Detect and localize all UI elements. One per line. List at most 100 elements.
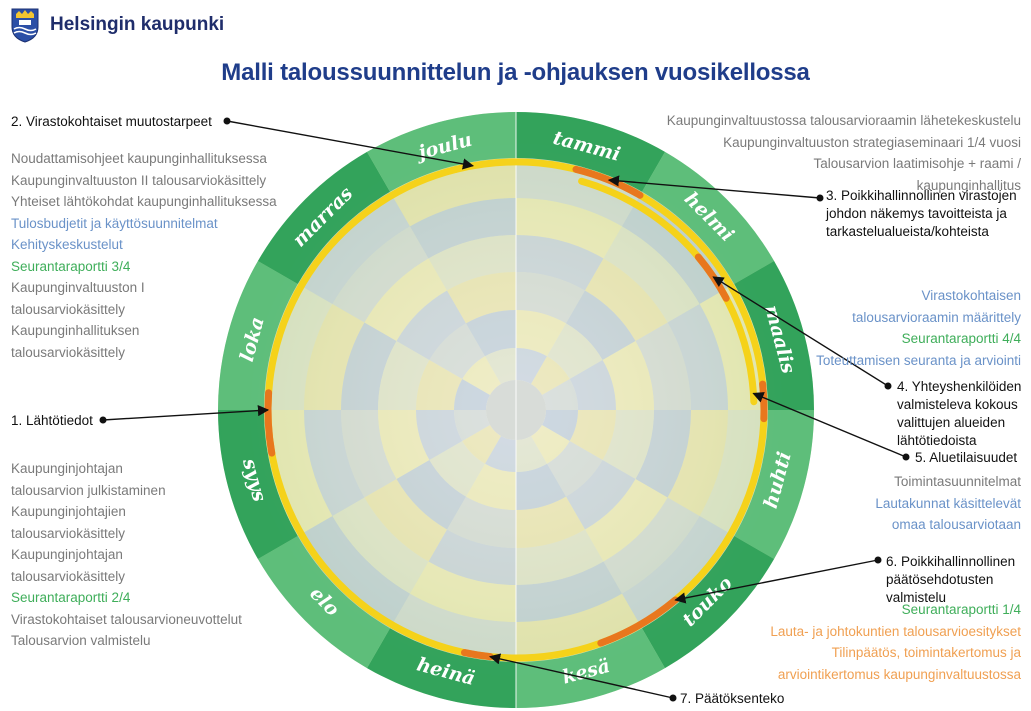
wheel-segment (297, 516, 410, 629)
right-bottom-notes-item: Tilinpäätös, toimintakertomus ja (831, 645, 1021, 660)
callout-1-text: Lähtötiedot (26, 413, 93, 428)
month-band-segment (516, 628, 665, 708)
month-band-segment (257, 151, 390, 284)
wheel-segment (622, 191, 735, 304)
left-bottom-notes-item: Kaupunginjohtajan (11, 547, 123, 562)
right-top-notes-item: kaupunginhallitus (916, 177, 1021, 193)
wheel-segment (516, 435, 547, 472)
callout-2-text: Virastokohtaiset muutostarpeet (26, 114, 212, 129)
callout-1: 1. Lähtötiedot (11, 413, 93, 428)
arrow-5 (752, 392, 907, 458)
month-band-segment (734, 410, 814, 559)
callout-2: 2. Virastokohtaiset muutostarpeet (11, 114, 212, 129)
arc-accent (759, 380, 768, 423)
wheel-segment (429, 323, 485, 379)
right-mid-notes-item: talousarvioraamin määrittely (852, 309, 1021, 325)
month-band-segment (367, 628, 516, 708)
right-mid-notes-item: Toteuttamisen seuranta ja arviointi (816, 352, 1021, 368)
wheel-segment (516, 593, 642, 662)
month-band-segment (516, 112, 665, 192)
month-band-segment (642, 536, 775, 669)
right-mid-notes-item: Seurantaraportti 4/4 (901, 331, 1021, 346)
left-bottom-notes-item: Kaupunginjohtajien (11, 504, 126, 519)
wheel-segment (547, 441, 603, 497)
arc-accent (460, 649, 494, 661)
month-band-segment (257, 536, 390, 669)
wheel-segment (364, 258, 447, 341)
callout-6-text: Poikkihallinnollinen päätösehdotusten va… (886, 554, 1016, 605)
brand-header: Helsingin kaupunki (10, 7, 224, 43)
wheel-segment (516, 348, 547, 385)
wheel-segment (462, 356, 501, 395)
arrow-6 (674, 559, 879, 604)
wheel-segment (516, 561, 622, 622)
arc-accent (264, 389, 276, 457)
wheel-segment (602, 410, 654, 479)
callout-6: 6. Poikkihallinnollinen päätösehdotusten… (886, 554, 1016, 605)
left-bottom-notes-item: Kaupunginjohtajan (11, 461, 123, 476)
left-top-notes: Noudattamisohjeet kaupunginhallituksessa… (11, 148, 277, 363)
left-top-notes-item: Kehityskeskustelut (11, 237, 123, 252)
wheel-segment (485, 435, 516, 472)
wheel-segment (332, 226, 429, 323)
left-bottom-notes-item: talousarviokäsittely (11, 525, 126, 541)
arrow-7 (488, 653, 674, 699)
left-bottom-notes-item: Talousarvion valmistelu (11, 633, 151, 648)
wheel-segment (603, 497, 700, 594)
left-top-notes-item: Kaupunginvaltuuston II talousarviokäsitt… (11, 172, 267, 188)
left-top-notes-item: talousarviokäsittely (11, 301, 126, 317)
wheel-segment (454, 379, 491, 410)
wheel-segment (585, 258, 668, 341)
wheel-segment (462, 425, 501, 464)
callout-7-text: Päätöksenteko (695, 691, 785, 706)
callout-3: 3. Poikkihallinnollinen virastojen johdo… (826, 188, 1017, 239)
brand-name: Helsingin kaupunki (50, 14, 225, 35)
right-lower-notes-item: Lautakunnat käsittelevät (875, 495, 1021, 511)
right-bottom-notes-item: arviointikertomus kaupunginvaltuustossa (777, 666, 1021, 682)
right-bottom-notes-item: Lauta- ja johtokuntien talousarvioesityk… (770, 623, 1021, 639)
callout-3-text: Poikkihallinnollinen virastojen johdon n… (826, 188, 1017, 239)
wheel-segment (635, 410, 691, 498)
arrow-4 (712, 276, 889, 387)
wheel-segment (622, 516, 735, 629)
right-lower-notes-item: Toimintasuunnitelmat (894, 474, 1021, 489)
wheel-segment (341, 322, 397, 410)
page-title: Malli taloussuunnittelun ja -ohjauksen v… (221, 59, 810, 86)
month-band-segment (734, 261, 814, 410)
callout-4-text: Yhteyshenkilöiden valmisteleva kokous va… (897, 379, 1022, 448)
wheel-segment (516, 272, 585, 324)
callout-5-text: Aluetilaisuudet (929, 450, 1018, 465)
wheel-segment (667, 410, 728, 516)
left-bottom-notes-item: Virastokohtaiset talousarvioneuvottelut (11, 611, 242, 627)
wheel-segment (304, 410, 365, 516)
wheel-segment (531, 356, 570, 395)
wheel-segment (304, 304, 365, 410)
wheel-segment (603, 226, 700, 323)
month-band-segment (367, 112, 516, 192)
left-top-notes-item: Seurantaraportti 3/4 (11, 258, 131, 274)
right-top-notes-item: Talousarvion laatimisohje + raami / (813, 156, 1021, 171)
left-top-notes-item: Noudattamisohjeet kaupunginhallituksessa (11, 151, 267, 166)
wheel-segment (566, 290, 636, 360)
wheel-segment (447, 496, 516, 548)
wheel-segment (396, 460, 466, 530)
arrow-1 (102, 405, 270, 421)
wheel-segment (297, 191, 410, 304)
right-top-notes-item: Kaupunginvaltuustossa talousarvioraamin … (666, 113, 1021, 128)
wheel-segment (378, 341, 430, 410)
helsinki-crest-logo (11, 8, 39, 43)
wheel-segment (447, 272, 516, 324)
arrow-3 (607, 175, 821, 199)
wheel-segment (410, 198, 516, 259)
right-lower-notes-item: omaa talousarviotaan (891, 517, 1021, 532)
left-top-notes-item: Kaupunginvaltuuston I (11, 280, 145, 295)
wheel-segment (410, 561, 516, 622)
wheel-segment (516, 529, 604, 585)
left-top-notes-item: talousarviokäsittely (11, 344, 126, 360)
wheel-segment (485, 348, 516, 385)
